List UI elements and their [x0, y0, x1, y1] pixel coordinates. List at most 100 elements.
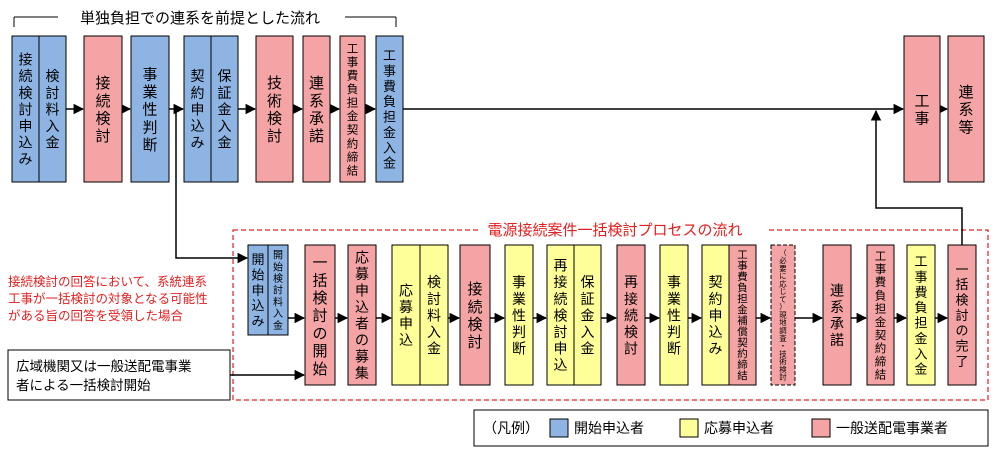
- legend-swatch-applicant: [549, 418, 569, 438]
- box-b16: 連系承諾: [822, 244, 852, 386]
- box-a12-label: 連系等: [958, 83, 973, 136]
- box-b17-shape: [866, 244, 895, 386]
- box-b8-shape: [504, 244, 534, 386]
- box-b11: 再接続検討: [616, 244, 646, 386]
- box-b18-label: 工事費負担金入金: [914, 255, 927, 377]
- box-a10-shape: [375, 35, 404, 183]
- legend-utility-label: 一般送配電事業者: [836, 421, 948, 437]
- trigger-note-line-2: 工事が一括検討の対象となる可能性: [8, 291, 208, 306]
- trigger-note-line-1: 接続検討の回答において、系統連系: [8, 274, 207, 289]
- box-b18: 工事費負担金入金: [906, 244, 936, 386]
- box-b1: 開始申込み: [247, 244, 269, 336]
- box-a3-shape: [83, 35, 123, 183]
- box-b6-shape: [419, 244, 449, 386]
- process-title: 電源接続案件一括検討プロセスの流れ: [487, 221, 742, 239]
- box-a7-label: 技術検討: [267, 74, 282, 145]
- legend-respondent-label: 応募申込者: [704, 421, 774, 437]
- box-b2-shape: [267, 244, 289, 336]
- box-b19-label: 一括検討の完了: [955, 263, 968, 370]
- box-b12-shape: [659, 244, 689, 386]
- box-b13: 契約申込み: [701, 244, 730, 386]
- box-b17: 工事費負担金契約締結: [866, 244, 895, 386]
- box-b8-label: 事業性判断: [512, 275, 526, 357]
- box-b3: 一括検討の開始: [304, 244, 336, 386]
- legend-applicant-label: 開始申込者: [574, 421, 644, 437]
- legend-title: （凡例）: [483, 421, 539, 437]
- box-b10-shape: [573, 244, 602, 386]
- arrow-return-to-construction: [870, 109, 963, 245]
- box-b14-label: 工事費負担金補償契約締結: [737, 249, 748, 382]
- flow-title: 単独負担での連系を前提とした流れ: [80, 9, 320, 27]
- box-a9-shape: [339, 35, 366, 183]
- box-a3-label: 接続検討: [95, 74, 110, 145]
- box-b13-shape: [701, 244, 730, 386]
- box-a1: 接続検討申込み: [11, 35, 40, 183]
- box-b17-label: 工事費負担金契約締結: [875, 249, 887, 382]
- start-note-box: 広域機関又は一般送配電事業 者による一括検討開始: [7, 349, 231, 401]
- box-a6-label: 保証金入金: [218, 69, 232, 151]
- box-b4: 応募申込者の募集: [347, 244, 377, 386]
- box-a6-shape: [210, 35, 239, 183]
- box-a7-shape: [255, 35, 294, 183]
- box-b7-shape: [459, 244, 491, 386]
- box-a8-shape: [302, 35, 331, 183]
- box-a1-shape: [11, 35, 40, 183]
- flow-title-bracket: 単独負担での連系を前提とした流れ: [13, 9, 397, 27]
- box-b18-shape: [906, 244, 936, 386]
- box-a6: 保証金入金: [210, 35, 239, 183]
- legend-swatch-respondent: [679, 418, 699, 438]
- connector-lines: [66, 103, 963, 381]
- start-note-line-2: 者による一括検討開始: [16, 378, 151, 394]
- box-b1-label: 開始申込み: [251, 253, 264, 329]
- trigger-note-line-3: がある旨の回答を受領した場合: [8, 308, 184, 323]
- box-a2: 検討料入金: [38, 35, 67, 183]
- box-b6: 検討料入金: [419, 244, 449, 386]
- process-boxes: 接続検討申込み検討料入金接続検討事業性判断契約申込み保証金入金技術検討連系承諾工…: [11, 35, 985, 386]
- box-a5-shape: [183, 35, 212, 183]
- box-b16-shape: [822, 244, 852, 386]
- box-a3: 接続検討: [83, 35, 123, 183]
- box-a12-shape: [947, 35, 985, 183]
- box-b15-shape: [770, 244, 796, 386]
- arrow-branch-to-process: [175, 109, 249, 264]
- box-b12-label: 事業性判断: [667, 275, 681, 357]
- box-b5: 応募申込: [391, 244, 421, 386]
- box-a2-label: 検討料入金: [46, 69, 60, 151]
- box-b4-shape: [347, 244, 377, 386]
- box-a11-label: 工事: [914, 92, 929, 128]
- box-a9-label: 工事費負担金契約締結: [347, 41, 359, 177]
- box-b3-shape: [304, 244, 336, 386]
- box-a10: 工事費負担金入金: [375, 35, 404, 183]
- box-a5: 契約申込み: [183, 35, 212, 183]
- box-b3-label: 一括検討の開始: [312, 254, 327, 378]
- box-a12: 連系等: [947, 35, 985, 183]
- box-b15-label: （必要に応じて）現地調査・技術検討: [779, 248, 787, 381]
- box-b14-shape: [728, 244, 757, 386]
- legend: （凡例） 開始申込者 応募申込者 一般送配電事業者: [473, 409, 989, 447]
- box-b16-label: 連系承諾: [830, 284, 844, 350]
- box-b10: 保証金入金: [573, 244, 602, 386]
- box-b12: 事業性判断: [659, 244, 689, 386]
- box-b7: 接続検討: [459, 244, 491, 386]
- box-b7-label: 接続検討: [467, 280, 482, 351]
- box-a11: 工事: [903, 35, 941, 183]
- box-b10-label: 保証金入金: [581, 275, 595, 357]
- box-b4-label: 応募申込者の募集: [355, 251, 369, 383]
- box-b11-label: 再接続検討: [624, 275, 638, 357]
- box-a8-label: 連系承諾: [309, 74, 324, 145]
- box-b14: 工事費負担金補償契約締結: [728, 244, 757, 386]
- start-note-line-1: 広域機関又は一般送配電事業: [16, 359, 192, 375]
- box-b9-shape: [546, 244, 575, 386]
- box-a7: 技術検討: [255, 35, 294, 183]
- box-b2: 開始検討料入金: [267, 244, 289, 336]
- box-b2-label: 開始検討料入金: [273, 250, 283, 332]
- box-b19-shape: [947, 244, 977, 386]
- box-a1-label: 接続検討申込み: [19, 52, 33, 168]
- box-b8: 事業性判断: [504, 244, 534, 386]
- box-a5-label: 契約申込み: [191, 69, 205, 151]
- trigger-note: 接続検討の回答において、系統連系 工事が一括検討の対象となる可能性 がある旨の回…: [8, 274, 208, 323]
- box-a9: 工事費負担金契約締結: [339, 35, 366, 183]
- box-a4: 事業性判断: [130, 35, 170, 183]
- box-a10-label: 工事費負担金入金: [383, 49, 396, 171]
